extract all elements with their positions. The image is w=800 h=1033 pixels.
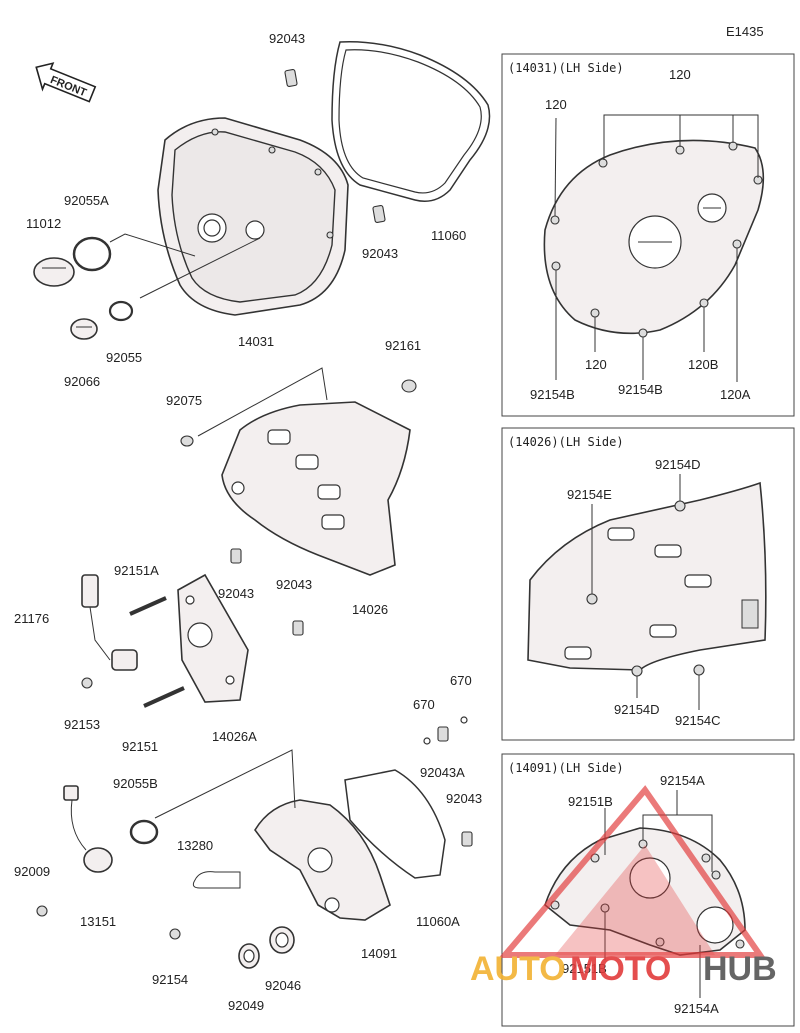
bolt-92075 [180, 435, 194, 447]
leader [109, 233, 196, 257]
label-92043: 92043 [218, 586, 254, 601]
dowel-92043-mid [372, 205, 386, 223]
label-670: 670 [413, 697, 435, 712]
label-92161: 92161 [385, 338, 421, 353]
dowel-92043-top [284, 69, 298, 87]
cover-14031 [157, 117, 349, 316]
label-92055: 92055 [106, 350, 142, 365]
front-arrow-icon: FRONT [35, 62, 97, 103]
inset-14026-title: (14026)(LH Side) [508, 435, 624, 449]
label-92055B: 92055B [113, 776, 158, 791]
inset-14031-title: (14031)(LH Side) [508, 61, 624, 75]
label-92154: 92154 [152, 972, 188, 987]
bearing-92049 [238, 943, 260, 969]
washer-670-b [460, 716, 468, 724]
watermark-hub: HUB [703, 950, 777, 988]
oring-92055A [72, 236, 112, 272]
inset-14026: (14026)(LH Side) 92154D 92154E 92154D 92… [501, 427, 795, 741]
oring-92055B [129, 819, 159, 845]
bearing-92046 [269, 926, 295, 954]
watermark-logo: AUTO MOTO HUB [470, 785, 777, 988]
leader [154, 749, 296, 819]
label-21176: 21176 [14, 611, 49, 626]
gasket-11060A [344, 769, 446, 879]
sensor-21176 [81, 574, 138, 671]
label-92043: 92043 [446, 791, 482, 806]
watermark-auto: AUTO [470, 950, 566, 988]
label-92043: 92043 [276, 577, 312, 592]
label-92066: 92066 [64, 374, 100, 389]
inset1-label: 120 [585, 357, 607, 372]
label-92075: 92075 [166, 393, 202, 408]
bracket-14026A [177, 573, 249, 703]
inset3-label: 92154A [660, 773, 705, 788]
label-92043A: 92043A [420, 765, 465, 780]
bolt-92151 [143, 686, 185, 708]
label-14031: 14031 [238, 334, 274, 349]
inset2-label: 92154C [675, 713, 721, 728]
sensor-13151 [63, 785, 113, 873]
diagram-code: E1435 [726, 24, 764, 39]
label-92046: 92046 [265, 978, 301, 993]
bolt-92151A [129, 596, 167, 616]
label-92009: 92009 [14, 864, 50, 879]
inset3-label: 92151B [562, 961, 607, 976]
inset2-label: 92154D [614, 702, 660, 717]
spring-13280 [192, 871, 241, 889]
plug-92066 [70, 318, 98, 340]
bolt-92009 [36, 905, 48, 917]
label-92055A: 92055A [64, 193, 109, 208]
label-11060A: 11060A [416, 914, 460, 929]
inset1-label: 120 [545, 97, 567, 112]
gasket-11060 [331, 41, 491, 202]
inset1-label: 92154B [618, 382, 663, 397]
inset3-label: 92154A [674, 1001, 719, 1016]
label-92043: 92043 [269, 31, 305, 46]
inset2-label: 92154D [655, 457, 701, 472]
washer-670-a [423, 737, 431, 745]
dowel-92043-e [461, 831, 473, 847]
inset-14091-title: (14091)(LH Side) [508, 761, 624, 775]
dowel-92043-d [292, 620, 304, 636]
label-11012: 11012 [26, 216, 61, 231]
leader [139, 237, 261, 299]
label-14091: 14091 [361, 946, 397, 961]
inset1-label: 92154B [530, 387, 575, 402]
inset1-label: 120B [688, 357, 718, 372]
cover-14091 [254, 799, 391, 921]
inset1-label: 120A [720, 387, 751, 402]
watermark-moto: MOTO [570, 950, 671, 988]
label-92151A: 92151A [114, 563, 159, 578]
inset1-label: 120 [669, 67, 691, 82]
inset-14031: (14031)(LH Side) 120 120 120 120B 120A 9… [501, 53, 795, 417]
inset3-label: 92151B [568, 794, 613, 809]
inset2-label: 92154E [567, 487, 612, 502]
label-670: 670 [450, 673, 472, 688]
label-14026A: 14026A [212, 729, 257, 744]
plug-11012 [33, 257, 75, 287]
cover-14026 [221, 401, 411, 576]
label-92151: 92151 [122, 739, 158, 754]
label-11060: 11060 [431, 228, 466, 243]
label-92043: 92043 [362, 246, 398, 261]
label-92049: 92049 [228, 998, 264, 1013]
label-14026: 14026 [352, 602, 388, 617]
dowel-92043A [437, 726, 449, 742]
bolt-92154 [169, 928, 181, 940]
oring-92055 [108, 300, 134, 322]
dowel-92043-c [230, 548, 242, 564]
bolt-92153 [81, 677, 93, 689]
label-92153: 92153 [64, 717, 100, 732]
label-13151: 13151 [80, 914, 116, 929]
leader [197, 367, 328, 437]
label-13280: 13280 [177, 838, 213, 853]
bolt-92161 [401, 379, 417, 393]
